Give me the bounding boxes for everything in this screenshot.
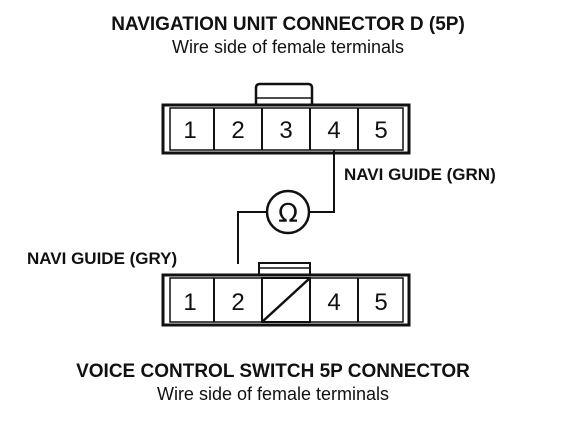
navigation-unit-connector: 1 2 3 4 5: [161, 82, 411, 155]
bottom-connector-title: VOICE CONTROL SWITCH 5P CONNECTOR: [76, 361, 470, 382]
bottom-connector-subtitle: Wire side of female terminals: [157, 384, 389, 404]
bottom-pin-5: 5: [374, 289, 387, 316]
top-connector-title: NAVIGATION UNIT CONNECTOR D (5P): [111, 14, 465, 35]
wire-navi-guide-grn: [309, 150, 335, 213]
wire-navi-guide-gry: [237, 211, 267, 264]
top-connector-subtitle: Wire side of female terminals: [172, 37, 404, 57]
bottom-pin-2: 2: [231, 289, 244, 316]
bottom-pin-1: 1: [183, 289, 196, 316]
top-pin-3: 3: [279, 117, 292, 144]
connector-lock-tab: [258, 262, 311, 276]
wire-label-grn: NAVI GUIDE (GRN): [344, 165, 496, 184]
voice-control-switch-connector: 1 2 4 5: [161, 262, 411, 327]
blocked-pin-slash: [261, 277, 311, 323]
connector-inner-frame: [169, 107, 404, 151]
connector-lock-tab: [254, 82, 314, 107]
top-pin-2: 2: [231, 117, 244, 144]
ohmmeter: [265, 189, 311, 235]
test-wiring: Ω: [237, 150, 335, 264]
bottom-pin-4: 4: [327, 289, 340, 316]
blocked-pin-cavity: [261, 277, 311, 323]
top-pin-4: 4: [327, 117, 340, 144]
top-pin-1: 1: [183, 117, 196, 144]
connector-housing: [161, 103, 411, 155]
ohm-icon: Ω: [278, 199, 298, 229]
wire-label-gry: NAVI GUIDE (GRY): [27, 249, 177, 268]
top-pin-5: 5: [374, 117, 387, 144]
